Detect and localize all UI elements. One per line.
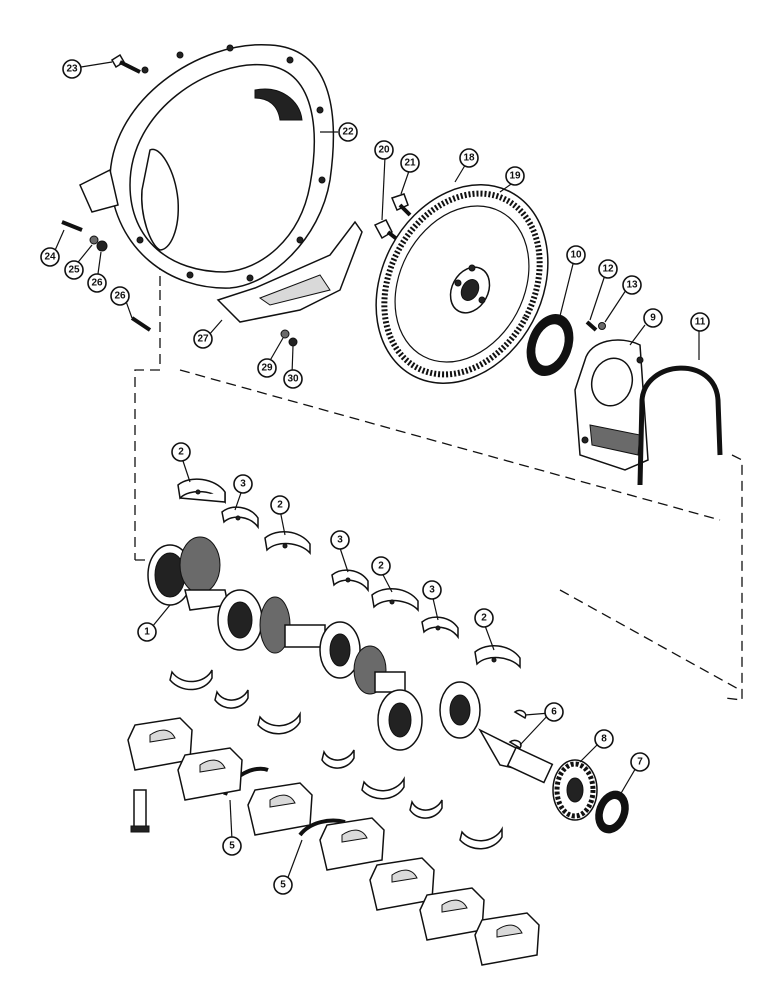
rear-oil-seal-10 — [526, 314, 574, 376]
svg-text:2: 2 — [277, 500, 283, 511]
dashed-line-lower — [559, 589, 741, 691]
thrust-washer-5b — [298, 818, 346, 837]
svg-text:2: 2 — [481, 613, 487, 624]
bolt-24 — [61, 220, 83, 232]
svg-text:13: 13 — [626, 280, 638, 291]
svg-text:11: 11 — [695, 317, 706, 328]
callout-7: 7 — [630, 752, 650, 772]
callout-6: 6 — [544, 702, 564, 722]
svg-text:3: 3 — [337, 535, 343, 546]
callout-26-upper: 26 — [87, 273, 107, 293]
gasket-11 — [637, 365, 723, 486]
svg-text:25: 25 — [68, 265, 80, 276]
svg-text:19: 19 — [509, 171, 521, 182]
crankshaft-gear-8 — [552, 759, 598, 821]
callout-12: 12 — [598, 259, 618, 279]
assembly-boundary-dashed-line — [134, 285, 743, 701]
callout-25: 25 — [64, 260, 84, 280]
callout-2-c: 2 — [371, 556, 391, 576]
svg-text:12: 12 — [602, 264, 614, 275]
callout-8: 8 — [594, 729, 614, 749]
nut-26-upper — [96, 240, 108, 252]
bolt-23 — [110, 53, 141, 74]
inspection-cover-plate-27 — [216, 220, 363, 323]
callout-3-b: 3 — [330, 530, 350, 550]
svg-text:18: 18 — [463, 153, 475, 164]
svg-text:23: 23 — [66, 64, 78, 75]
crankshaft — [147, 536, 554, 784]
callout-3-a: 3 — [233, 474, 253, 494]
callout-29: 29 — [257, 358, 277, 378]
front-oil-seal-7 — [595, 790, 629, 834]
svg-text:3: 3 — [429, 585, 435, 596]
callout-1: 1 — [137, 622, 157, 642]
svg-text:2: 2 — [178, 447, 184, 458]
callout-23: 23 — [62, 59, 82, 79]
woodruff-key-6b — [508, 739, 522, 750]
bolt-26-lower — [130, 316, 152, 332]
flywheel-housing — [79, 44, 335, 289]
svg-text:29: 29 — [261, 363, 273, 374]
callout-2-a: 2 — [171, 442, 191, 462]
svg-text:7: 7 — [637, 757, 643, 768]
callout-27: 27 — [193, 329, 213, 349]
nut-30 — [288, 337, 298, 347]
bolt-21 — [390, 193, 412, 217]
svg-text:26: 26 — [114, 291, 126, 302]
svg-text:1: 1 — [144, 627, 150, 638]
lower-main-bearing-shells — [169, 669, 503, 850]
svg-text:20: 20 — [378, 145, 390, 156]
svg-text:2: 2 — [378, 561, 384, 572]
bolt-20 — [373, 219, 400, 242]
callout-3-c: 3 — [422, 580, 442, 600]
upper-main-bearing-shells — [177, 478, 521, 669]
svg-text:3: 3 — [240, 479, 246, 490]
callout-26-lower: 26 — [110, 286, 130, 306]
callout-2-d: 2 — [474, 608, 494, 628]
svg-text:5: 5 — [229, 841, 235, 852]
svg-text:6: 6 — [551, 707, 557, 718]
svg-text:26: 26 — [91, 278, 103, 289]
svg-text:21: 21 — [404, 158, 416, 169]
flywheel-with-ring-gear — [375, 184, 549, 384]
washer-13 — [598, 322, 606, 330]
callout-10: 10 — [566, 245, 586, 265]
svg-text:30: 30 — [287, 374, 299, 385]
svg-text:10: 10 — [570, 250, 582, 261]
callout-2-b: 2 — [270, 495, 290, 515]
dashed-line-upper — [179, 369, 721, 521]
screw-12 — [585, 320, 598, 332]
main-bearing-caps — [127, 717, 540, 966]
callout-24: 24 — [40, 247, 60, 267]
svg-text:24: 24 — [44, 252, 56, 263]
callout-19: 19 — [505, 166, 525, 186]
callout-11: 11 — [690, 312, 710, 332]
callout-13: 13 — [622, 275, 642, 295]
callout-20: 20 — [374, 140, 394, 160]
svg-text:5: 5 — [280, 880, 286, 891]
main-bearing-cap-bolt — [130, 789, 150, 833]
callout-30: 30 — [283, 369, 303, 389]
svg-text:22: 22 — [342, 127, 354, 138]
washer-29 — [280, 329, 290, 339]
callout-18: 18 — [459, 148, 479, 168]
rear-seal-retainer-9 — [574, 339, 649, 471]
callout-5-a: 5 — [222, 836, 242, 856]
callout-22: 22 — [338, 122, 358, 142]
callout-21: 21 — [400, 153, 420, 173]
svg-text:27: 27 — [197, 334, 209, 345]
callout-9: 9 — [643, 308, 663, 328]
washer-25 — [89, 235, 99, 245]
woodruff-key-6a — [513, 709, 527, 720]
callout-5-b: 5 — [273, 875, 293, 895]
svg-text:9: 9 — [650, 313, 656, 324]
svg-text:8: 8 — [601, 734, 607, 745]
